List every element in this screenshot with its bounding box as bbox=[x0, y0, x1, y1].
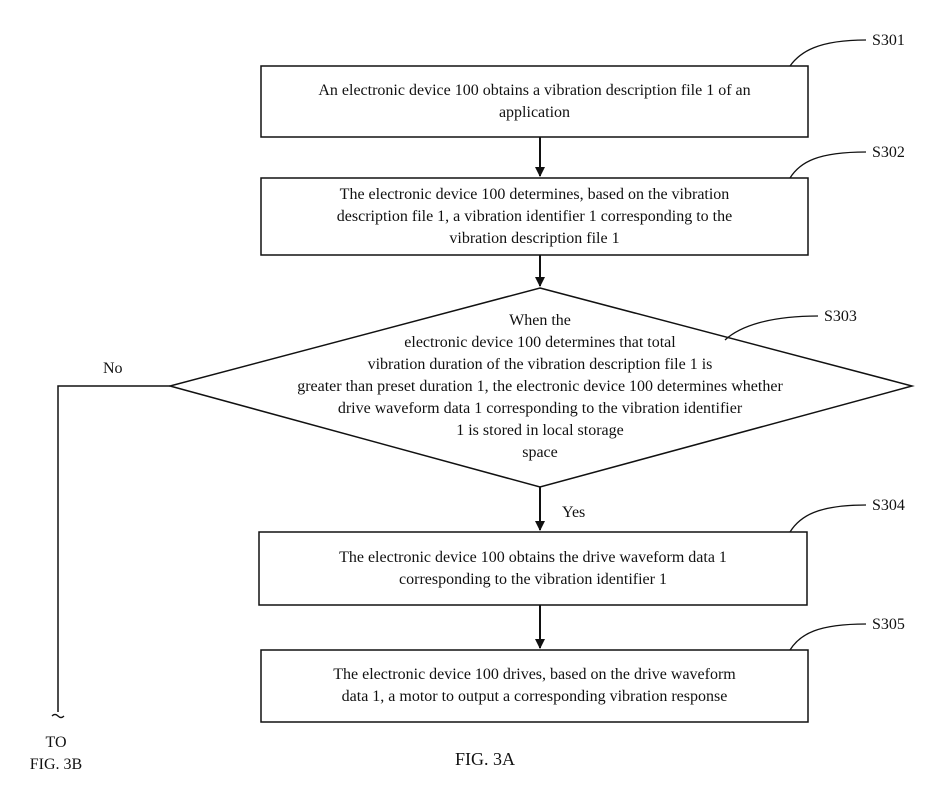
decision-text-line: 1 is stored in local storage bbox=[297, 420, 783, 442]
step-text-line: An electronic device 100 obtains a vibra… bbox=[318, 80, 750, 102]
decision-text-line: When the bbox=[297, 310, 783, 332]
step-label-s304: S304 bbox=[872, 495, 905, 517]
branch-label-no: No bbox=[103, 358, 123, 380]
leader-curve-s304 bbox=[790, 505, 866, 532]
figure-caption: FIG. 3A bbox=[455, 748, 515, 770]
leader-curve-s305 bbox=[790, 624, 866, 650]
step-label-s305: S305 bbox=[872, 614, 905, 636]
step-text-line: corresponding to the vibration identifie… bbox=[339, 569, 727, 591]
decision-text-line: electronic device 100 determines that to… bbox=[297, 332, 783, 354]
no-branch-connector bbox=[58, 386, 170, 712]
offpage-line-1: TO bbox=[10, 732, 102, 754]
step-label-s303: S303 bbox=[824, 306, 857, 328]
step-text-s305: The electronic device 100 drives, based … bbox=[261, 650, 808, 722]
decision-text-line: greater than preset duration 1, the elec… bbox=[297, 376, 783, 398]
decision-text-line: space bbox=[297, 442, 783, 464]
step-text-line: description file 1, a vibration identifi… bbox=[337, 206, 732, 228]
leader-curve-s301 bbox=[790, 40, 866, 66]
step-label-s301: S301 bbox=[872, 30, 905, 52]
decision-text-line: drive waveform data 1 corresponding to t… bbox=[297, 398, 783, 420]
decision-text-s303: When the electronic device 100 determine… bbox=[240, 307, 840, 467]
leader-curve-s302 bbox=[790, 152, 866, 178]
offpage-tilde-mark bbox=[52, 715, 64, 718]
offpage-connector-label: TO FIG. 3B bbox=[10, 732, 102, 776]
step-text-line: data 1, a motor to output a correspondin… bbox=[333, 686, 736, 708]
step-text-line: The electronic device 100 determines, ba… bbox=[337, 184, 732, 206]
step-text-s304: The electronic device 100 obtains the dr… bbox=[259, 532, 807, 605]
step-label-s302: S302 bbox=[872, 142, 905, 164]
step-text-s301: An electronic device 100 obtains a vibra… bbox=[261, 66, 808, 137]
step-text-line: application bbox=[318, 102, 750, 124]
step-text-s302: The electronic device 100 determines, ba… bbox=[261, 178, 808, 255]
decision-text-line: vibration duration of the vibration desc… bbox=[297, 354, 783, 376]
offpage-line-2: FIG. 3B bbox=[10, 754, 102, 776]
step-text-line: The electronic device 100 drives, based … bbox=[333, 664, 736, 686]
step-text-line: The electronic device 100 obtains the dr… bbox=[339, 547, 727, 569]
branch-label-yes: Yes bbox=[562, 502, 585, 524]
step-text-line: vibration description file 1 bbox=[337, 228, 732, 250]
